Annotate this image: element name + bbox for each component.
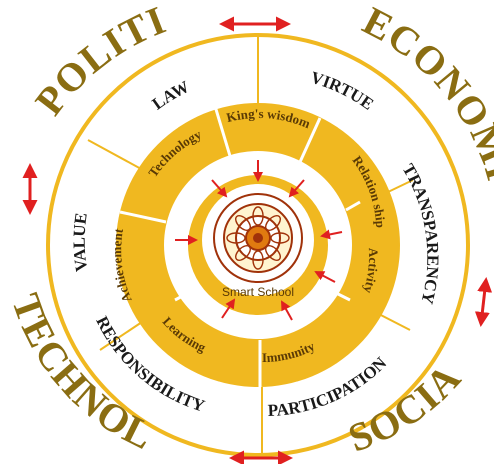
inner-dividers <box>119 105 361 387</box>
inward-arrows <box>175 160 343 321</box>
school-emblem <box>213 193 303 283</box>
outer-double-arrows <box>22 16 493 464</box>
arrow-inward <box>221 298 236 319</box>
outer-label-value: VALUE <box>70 212 92 273</box>
outer-dividers <box>87 35 414 455</box>
arrow-inward <box>211 179 228 198</box>
arrow-inward <box>314 271 336 283</box>
arrow-inward <box>320 229 343 240</box>
arrow-right <box>474 277 493 327</box>
center-caption: Smart School <box>222 285 294 299</box>
arrow-inward <box>281 300 293 321</box>
arrow-inward <box>288 179 305 198</box>
